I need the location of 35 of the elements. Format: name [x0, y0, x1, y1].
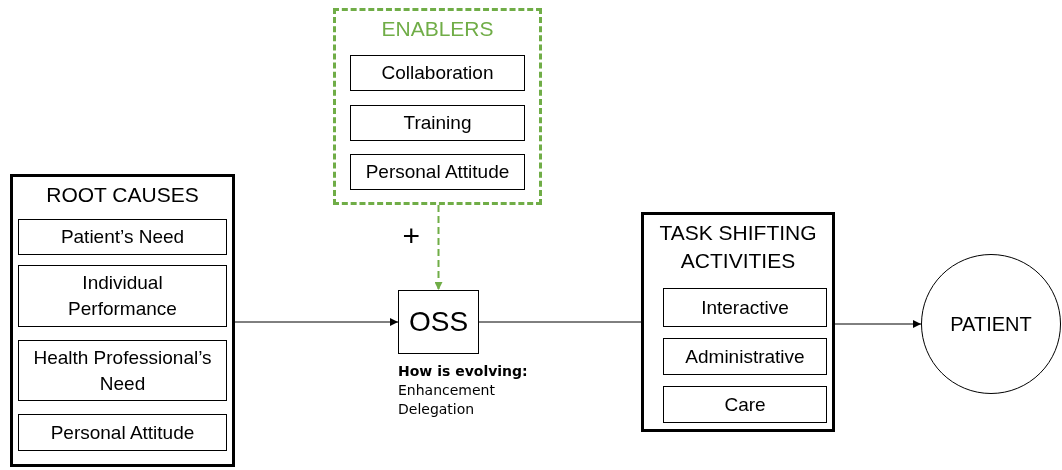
node-label: Health Professional’s Need	[32, 345, 213, 396]
arrow	[434, 204, 443, 291]
node-label: Interactive	[701, 295, 789, 320]
node-caption: How is evolving:	[398, 362, 528, 381]
group-title: ENABLERS	[381, 16, 494, 42]
item-box	[350, 105, 525, 141]
item-box	[350, 154, 525, 190]
node-label: Administrative	[685, 344, 805, 369]
item-box	[663, 338, 827, 375]
enablers-group-box	[333, 8, 542, 205]
node-label: Training	[403, 111, 472, 135]
node-label: Personal Attitude	[50, 420, 195, 445]
node-caption: Enhancement	[398, 381, 496, 400]
node-label: Care	[724, 392, 766, 417]
group-box	[641, 212, 835, 432]
node-caption: Delegation	[398, 400, 476, 419]
item-box	[663, 386, 827, 423]
group-box	[10, 174, 235, 467]
node-label: Patient’s Need	[60, 225, 185, 249]
item-box	[18, 265, 227, 327]
item-box	[18, 219, 227, 255]
arrow	[234, 318, 399, 326]
node-label: PATIENT	[950, 312, 1032, 337]
node-label: OSS	[408, 305, 469, 339]
group-title: ROOT CAUSES	[46, 182, 199, 208]
group-title: TASK SHIFTING ACTIVITIES	[658, 220, 818, 274]
process-box	[398, 290, 479, 354]
node-label: Collaboration	[381, 61, 494, 85]
node-label: Individual Performance	[67, 271, 178, 321]
arrow	[834, 320, 922, 328]
item-box	[350, 55, 525, 91]
item-box	[18, 340, 227, 401]
node-label: Personal Attitude	[365, 160, 510, 184]
item-box	[663, 288, 827, 327]
item-box	[18, 414, 227, 451]
